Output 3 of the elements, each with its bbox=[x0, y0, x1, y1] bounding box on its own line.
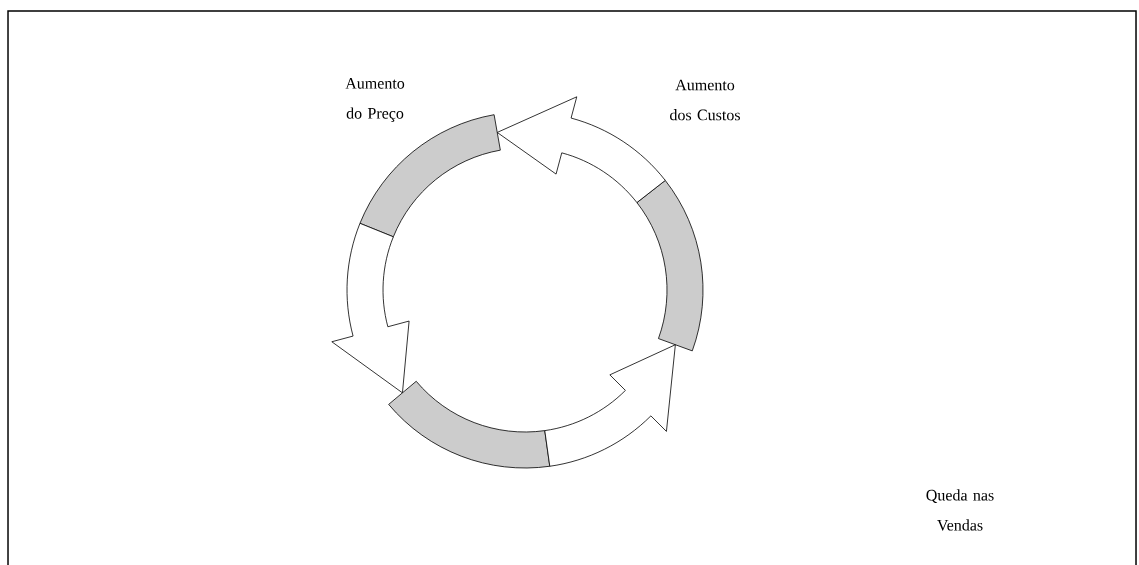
cycle-stage-label: Aumento dos Custos bbox=[670, 79, 740, 121]
cycle-stage-label: Queda nas Vendas bbox=[926, 489, 994, 531]
cycle-stage-label: Aumento do Preço bbox=[345, 78, 405, 122]
